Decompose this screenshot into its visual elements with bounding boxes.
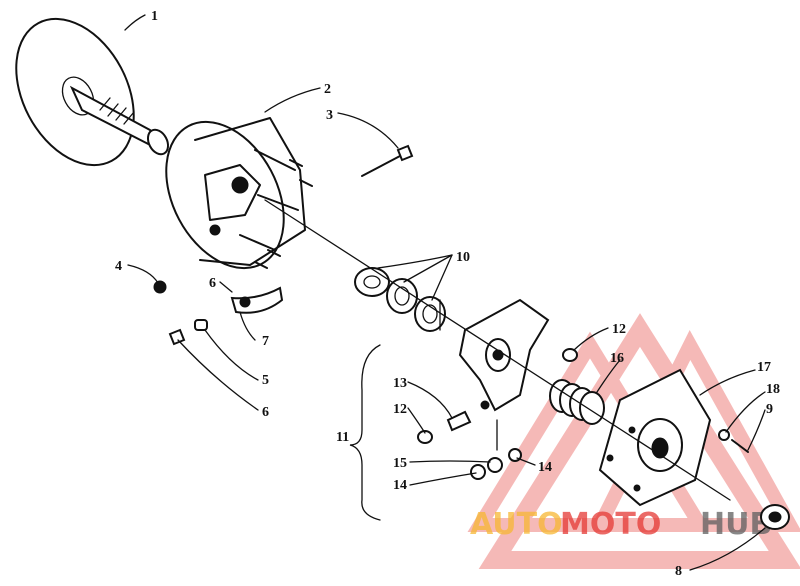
- callout-11: 11: [336, 430, 349, 445]
- part-13-pin: [417, 410, 472, 444]
- part-1-fixed-sheave: [15, 17, 170, 167]
- callout-12-lower: 12: [393, 402, 407, 417]
- callout-9: 9: [766, 402, 773, 417]
- part-12-button-upper: [562, 348, 578, 362]
- callout-6-lower: 6: [262, 405, 269, 420]
- part-7-weight: [230, 286, 284, 314]
- part-9-bolt: [731, 439, 749, 453]
- callout-14-right: 14: [538, 460, 552, 475]
- part-17-cover: [598, 368, 712, 507]
- callout-15: 15: [393, 456, 407, 471]
- part-11-spider: [458, 298, 550, 412]
- part-2-movable-sheave: [165, 117, 313, 270]
- callout-18: 18: [766, 382, 780, 397]
- callout-6-upper: 6: [209, 276, 216, 291]
- callout-13: 13: [393, 376, 407, 391]
- assembly-axis: [264, 199, 731, 501]
- callout-8: 8: [675, 564, 682, 579]
- part-14-15-washers: [470, 448, 522, 480]
- watermark-text-auto: AUTO: [470, 507, 563, 542]
- part-5-pin: [168, 319, 208, 346]
- callout-1: 1: [151, 9, 158, 24]
- watermark-text-hub: HUB: [700, 507, 772, 542]
- callout-12-upper: 12: [612, 322, 626, 337]
- part-18-washer: [718, 429, 730, 441]
- callout-16: 16: [610, 351, 624, 366]
- callout-7: 7: [262, 334, 269, 349]
- leader-lines: [124, 14, 766, 571]
- callout-17: 17: [757, 360, 771, 375]
- part-3-bolt: [361, 144, 414, 177]
- callout-5: 5: [262, 373, 269, 388]
- callout-14-left: 14: [393, 478, 407, 493]
- callout-2: 2: [324, 82, 331, 97]
- part-16-spring: [549, 379, 605, 425]
- callout-3: 3: [326, 108, 333, 123]
- callout-4: 4: [115, 259, 122, 274]
- callout-10: 10: [456, 250, 470, 265]
- part-10-washers: [354, 267, 446, 332]
- part-8-cap: [760, 504, 790, 530]
- watermark-text-moto: MOTO: [560, 507, 661, 542]
- part-4-nut: [153, 280, 167, 294]
